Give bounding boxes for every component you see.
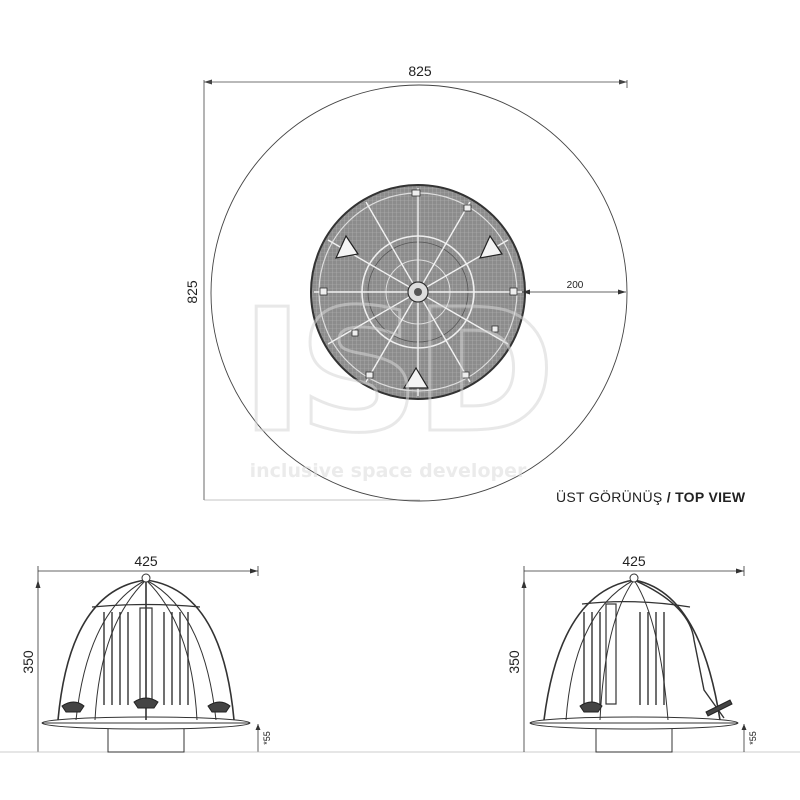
right-view-width-label: 425 [622,553,646,569]
watermark-tagline: inclusive space developer [250,460,527,482]
top-view-width-dimension [203,79,628,88]
watermark: ISD inclusive space developer [239,272,557,483]
top-view-caption: ÜST GÖRÜNÜŞ / TOP VIEW [556,489,745,505]
top-view: 825 825 [184,63,628,502]
top-view-width-label: 825 [408,63,432,79]
top-view-caption-tr: ÜST GÖRÜNÜŞ [556,489,663,505]
top-view-height-label: 825 [184,280,200,304]
top-view-caption-en: TOP VIEW [675,489,746,505]
top-view-caption-separator: / [662,489,676,505]
side-view-left [0,566,800,753]
right-view-height-label: 350 [506,650,522,674]
safety-zone-circle [210,84,628,502]
radius-label: 200 [567,280,584,291]
left-view-width-label: 425 [134,553,158,569]
left-view-height-label: 350 [20,650,36,674]
radius-dimension [522,289,626,295]
top-view-height-dimension [203,88,420,501]
watermark-logo: ISD [241,273,550,471]
right-view-base-label: *55 [748,731,758,745]
left-view-base-label: *55 [262,731,272,745]
side-view-right [521,566,747,753]
